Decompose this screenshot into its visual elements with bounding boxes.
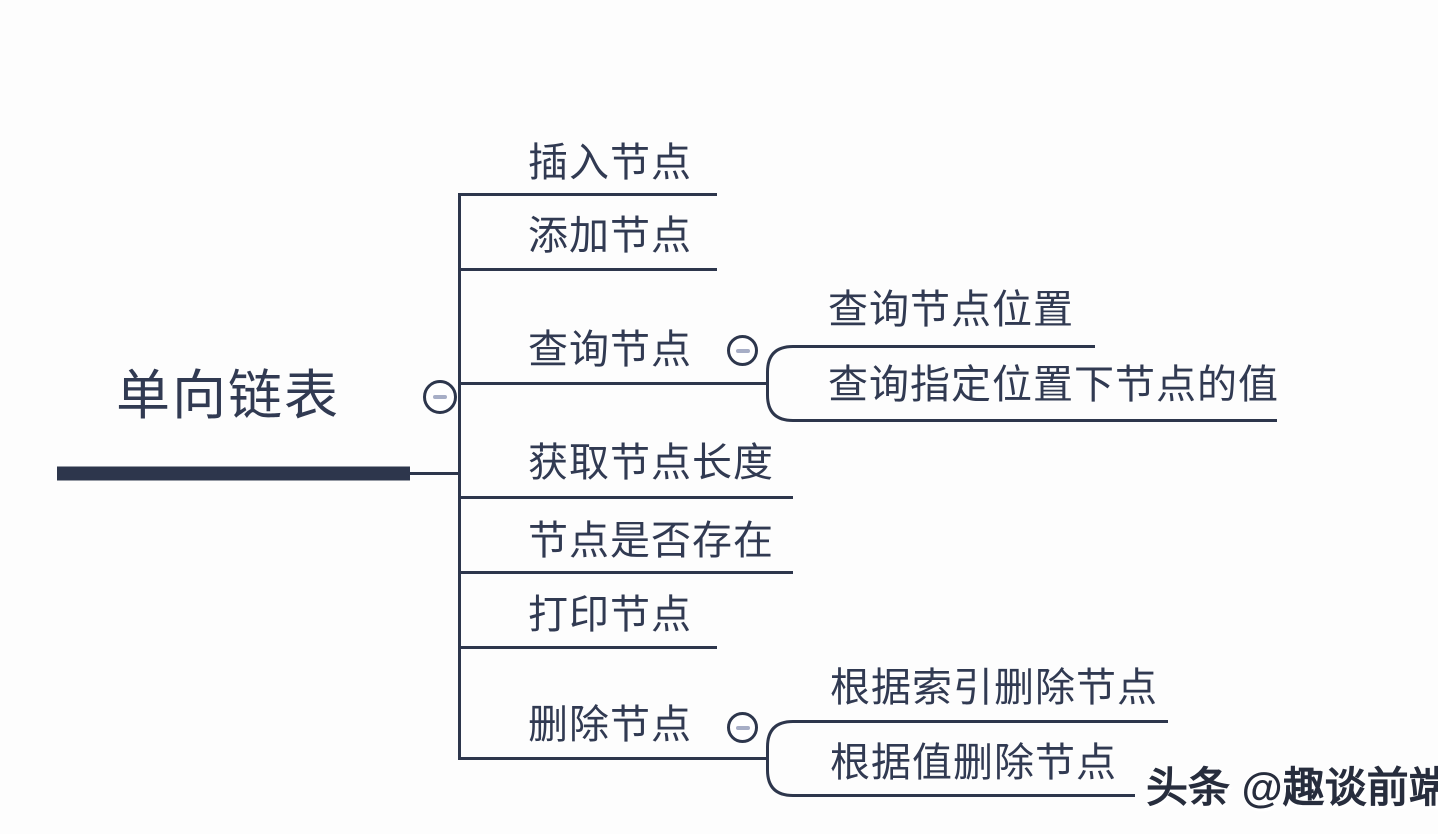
node-delete-by-index[interactable]: 根据索引删除节点	[830, 666, 1158, 710]
collapse-button-root[interactable]	[423, 380, 457, 414]
collapse-button-delete[interactable]	[727, 712, 758, 743]
node-query[interactable]: 查询节点	[528, 328, 692, 372]
watermark-text: 头条 @趣谈前端	[1146, 764, 1438, 811]
node-insert[interactable]: 插入节点	[528, 141, 692, 185]
collapse-button-query[interactable]	[727, 335, 758, 366]
node-query-value-at-position[interactable]: 查询指定位置下节点的值	[828, 363, 1279, 407]
node-print[interactable]: 打印节点	[528, 593, 692, 637]
node-get-length[interactable]: 获取节点长度	[528, 441, 774, 485]
fork-delete-children	[766, 720, 1168, 797]
node-exists[interactable]: 节点是否存在	[528, 519, 774, 563]
node-root[interactable]: 单向链表	[116, 366, 340, 426]
node-delete[interactable]: 删除节点	[528, 703, 692, 747]
minus-icon	[735, 348, 750, 353]
node-delete-by-value[interactable]: 根据值删除节点	[830, 741, 1117, 785]
fork-query-children	[766, 345, 1277, 422]
node-append[interactable]: 添加节点	[528, 214, 692, 258]
minus-icon	[433, 395, 447, 399]
minus-icon	[735, 725, 750, 730]
node-query-position[interactable]: 查询节点位置	[828, 288, 1074, 332]
